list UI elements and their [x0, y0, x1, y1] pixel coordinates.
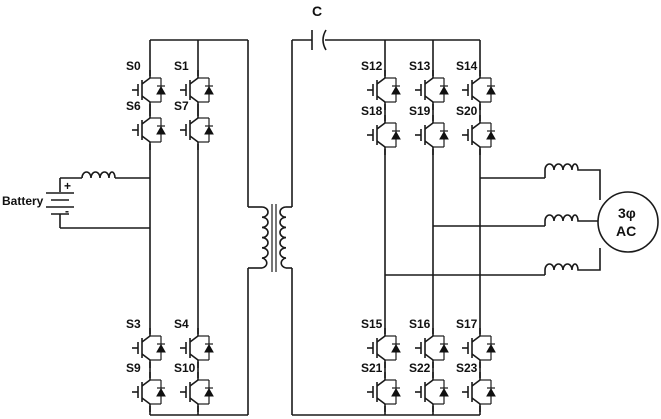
switch-s7: S7 — [174, 99, 218, 150]
motor-label-phase: 3φ — [618, 205, 636, 221]
switch-s9: S9 — [126, 361, 170, 412]
switch-s1: S1 — [174, 59, 218, 110]
battery-source: + - Battery — [2, 177, 82, 228]
switch-label-s4: S4 — [174, 317, 189, 331]
output-inductors — [544, 163, 601, 275]
switch-label-s20: S20 — [456, 104, 478, 118]
transformer — [261, 204, 287, 272]
switch-label-s15: S15 — [361, 317, 383, 331]
switch-s16: S16 — [409, 317, 453, 368]
switch-s6: S6 — [126, 99, 170, 150]
switch-label-s19: S19 — [409, 104, 431, 118]
battery-plus: + — [64, 179, 71, 193]
switch-s12: S12 — [361, 59, 405, 110]
switch-s18: S18 — [361, 104, 405, 155]
switch-label-s16: S16 — [409, 317, 431, 331]
switch-label-s22: S22 — [409, 361, 431, 375]
switch-label-s0: S0 — [126, 59, 141, 73]
battery-label: Battery — [2, 194, 44, 208]
three-phase-motor: 3φ AC — [597, 191, 659, 253]
switch-s10: S10 — [174, 361, 218, 412]
switch-label-s14: S14 — [456, 59, 478, 73]
right-bridge-wiring — [286, 39, 545, 416]
battery-minus: - — [65, 204, 69, 218]
switch-s17: S17 — [456, 317, 500, 368]
switch-label-s10: S10 — [174, 361, 196, 375]
switch-s21: S21 — [361, 361, 405, 412]
switch-s20: S20 — [456, 104, 500, 155]
switch-label-s18: S18 — [361, 104, 383, 118]
switch-s4: S4 — [174, 317, 218, 368]
switch-label-s23: S23 — [456, 361, 478, 375]
switch-s22: S22 — [409, 361, 453, 412]
motor-label-ac: AC — [616, 223, 636, 239]
switch-label-s1: S1 — [174, 59, 189, 73]
switch-label-s9: S9 — [126, 361, 141, 375]
switch-label-s13: S13 — [409, 59, 431, 73]
switch-s0: S0 — [126, 59, 170, 110]
switch-label-s17: S17 — [456, 317, 478, 331]
switch-s14: S14 — [456, 59, 500, 110]
switch-s15: S15 — [361, 317, 405, 368]
switch-s13: S13 — [409, 59, 453, 110]
switch-s23: S23 — [456, 361, 500, 412]
switch-label-s6: S6 — [126, 99, 141, 113]
switch-s3: S3 — [126, 317, 170, 368]
switch-s19: S19 — [409, 104, 453, 155]
capacitor-label: C — [312, 3, 322, 19]
switch-label-s3: S3 — [126, 317, 141, 331]
capacitor: C — [311, 3, 327, 51]
switch-label-s7: S7 — [174, 99, 189, 113]
input-inductor — [81, 171, 116, 179]
switch-label-s21: S21 — [361, 361, 383, 375]
switch-label-s12: S12 — [361, 59, 383, 73]
